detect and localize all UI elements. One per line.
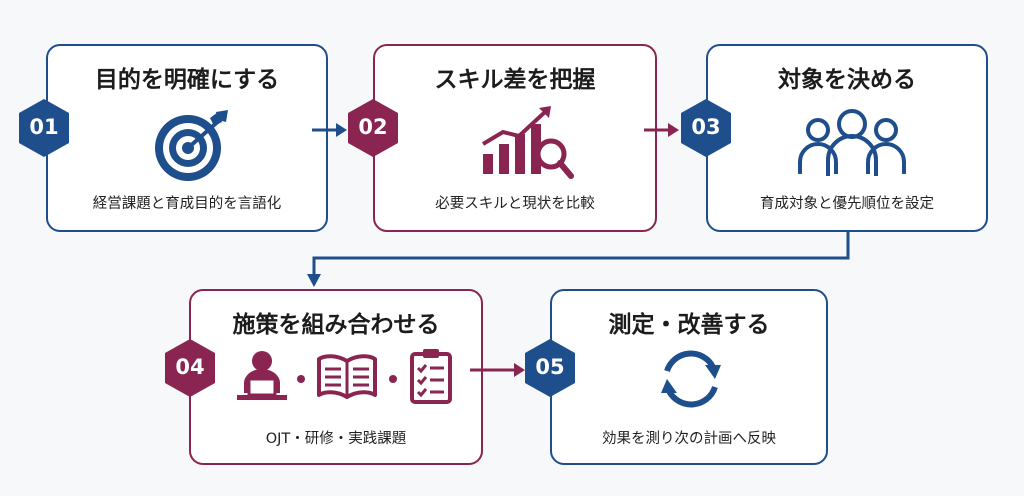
step-title: 目的を明確にする (94, 67, 280, 93)
step-card-3: 対象を決める 育成対象と優先順位を設定 (706, 44, 988, 232)
person-laptop-icon (235, 349, 289, 407)
people-group-icon (796, 108, 908, 184)
step-description: 効果を測り次の計画へ反映 (602, 431, 776, 447)
step-title: 施策を組み合わせる (232, 312, 440, 338)
step-number-badge: 05 (524, 338, 576, 398)
cycle-arrows-icon (655, 343, 727, 419)
chart-magnifier-icon (479, 104, 575, 186)
step-number-badge: 01 (18, 98, 70, 158)
flow-arrow (644, 123, 679, 137)
step-card-1: 目的を明確にする 経営課題と育成目的を言語化 (46, 44, 328, 232)
step-description: 育成対象と優先順位を設定 (760, 196, 934, 212)
step-number: 02 (358, 115, 388, 139)
open-book-icon (317, 353, 377, 405)
step-number: 04 (175, 355, 205, 379)
step-card-4: 施策を組み合わせる OJT・研 (189, 289, 483, 465)
step-title: 測定・改善する (608, 312, 770, 338)
step-number: 05 (535, 355, 565, 379)
flow-arrow (470, 363, 525, 377)
step-title: 対象を決める (778, 67, 916, 93)
step-card-2: スキル差を把握 必要スキルと現状を比較 (373, 44, 657, 232)
flow-arrow (312, 123, 347, 137)
step-number-badge: 03 (680, 98, 732, 158)
flow-connector-arrow (307, 232, 850, 287)
step-number-badge: 04 (164, 338, 216, 398)
step-description: OJT・研修・実践課題 (265, 431, 407, 447)
step-number-badge: 02 (347, 98, 399, 158)
step-number: 03 (691, 115, 721, 139)
separator-dot (389, 375, 397, 383)
separator-dot (297, 375, 305, 383)
step-number: 01 (29, 115, 59, 139)
target-icon (152, 108, 236, 188)
step-description: 経営課題と育成目的を言語化 (92, 196, 282, 212)
step-description: 必要スキルと現状を比較 (435, 196, 595, 212)
step-card-5: 測定・改善する 効果を測り次の計画へ反映 (550, 289, 828, 465)
checklist-icon (409, 347, 453, 409)
step-title: スキル差を把握 (434, 67, 596, 93)
